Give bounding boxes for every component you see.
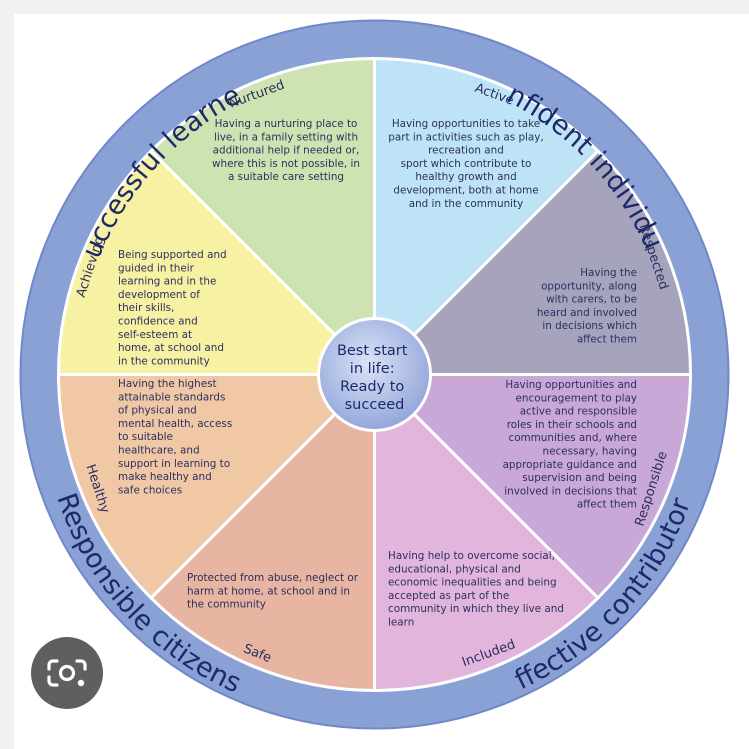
wedge-description-line: in the community [118,355,210,367]
wedge-description-line: development, both at home [393,185,538,197]
wedge-description-line: Protected from abuse, neglect or [187,572,359,584]
wedge-description-line: Being supported and [118,249,227,261]
wedge-description-line: Having the highest [118,378,217,390]
wedge-description-line: part in activities such as play, [388,131,544,143]
wedge-healthy [56,373,379,601]
center-line: Best start [337,343,408,359]
wedge-description-line: the community [187,599,266,611]
frame-border-left [0,0,14,749]
wedge-description-line: Having the [580,267,637,279]
wedge-respected [370,148,693,376]
wedge-achieving [56,148,379,376]
wedge-description-line: economic inequalities and being [388,577,557,589]
center-circle [317,317,432,432]
wedge-description-line: healthcare, and [118,445,200,457]
wedge-description-line: a suitable care setting [228,171,344,183]
wedge-safe [148,370,376,693]
wedge-description-line: live, in a family setting with [214,131,358,143]
wedge-description-included: Having help to overcome social,education… [388,550,564,629]
wedge-description-line: development of [118,289,200,301]
wedge-description-line: appropriate guidance and [503,459,637,471]
center-line: succeed [345,397,405,413]
wedge-description-line: sport which contribute to [401,158,532,170]
wedge-description-line: community in which they live and [388,603,564,615]
wedge-description-line: opportunity, along [541,280,637,292]
wedge-description-line: supervision and being [522,472,637,484]
wedge-description-line: affect them [577,499,637,511]
wedge-description-line: confidence and [118,316,198,328]
wedge-description-line: and in the community [409,198,524,210]
wedge-description-line: Having opportunities to take [392,118,540,130]
wedge-description-line: recreation and [428,145,504,157]
wedge-responsible [370,373,693,601]
wedge-description-line: with carers, to be [546,294,637,306]
wedge-description-line: encouragement to play [516,392,637,404]
wedge-description-line: make healthy and [118,471,212,483]
wedge-description-line: involved in decisions that [504,485,637,497]
wedge-description-line: safe choices [118,484,182,496]
center-label: Best start in life: Ready to succeed [337,343,412,413]
wedge-description-line: mental health, access [118,418,232,430]
wedge-description-line: additional help if needed or, [213,145,360,157]
wedge-description-line: of physical and [118,405,197,417]
frame-border-top [0,0,749,14]
wedge-description-line: communities and, where [508,432,637,444]
wedge-description-line: harm at home, at school and in [187,585,350,597]
wedge-description-line: learning and in the [118,276,216,288]
wedge-description-line: where this is not possible, in [212,158,360,170]
wedge-description-line: to suitable [118,431,173,443]
google-lens-icon [47,659,87,687]
center-line: Ready to [340,379,404,395]
wedge-nurtured [148,56,376,379]
wedge-description-line: educational, physical and [388,563,521,575]
wedge-description-line: Having help to overcome social, [388,550,555,562]
wedge-description-line: necessary, having [543,446,637,458]
google-lens-button[interactable] [31,637,103,709]
wedge-description-line: Having a nurturing place to [215,118,358,130]
wedge-description-line: attainable standards [118,391,225,403]
wedge-description-line: self-esteem at [118,329,192,341]
wedge-description-line: guided in their [118,262,195,274]
wedge-description-line: Having opportunities and [505,379,637,391]
wedge-description-line: active and responsible [520,406,637,418]
wedge-description-line: heard and involved [537,307,637,319]
wedge-description-line: their skills, [118,302,174,314]
wedge-description-line: accepted as part of the [388,590,509,602]
wedge-description-line: roles in their schools and [507,419,637,431]
wedge-description-line: learn [388,617,414,629]
wedge-description-line: in decisions which [542,320,637,332]
wedge-description-line: support in learning to [118,458,230,470]
wedge-description-line: affect them [577,334,637,346]
wedge-description-line: home, at school and [118,342,224,354]
wedge-included [373,370,601,693]
center-line: in life: [350,361,395,377]
outer-ring-edge [19,19,730,730]
wedge-active [373,56,601,379]
wedge-description-line: healthy growth and [415,171,516,183]
